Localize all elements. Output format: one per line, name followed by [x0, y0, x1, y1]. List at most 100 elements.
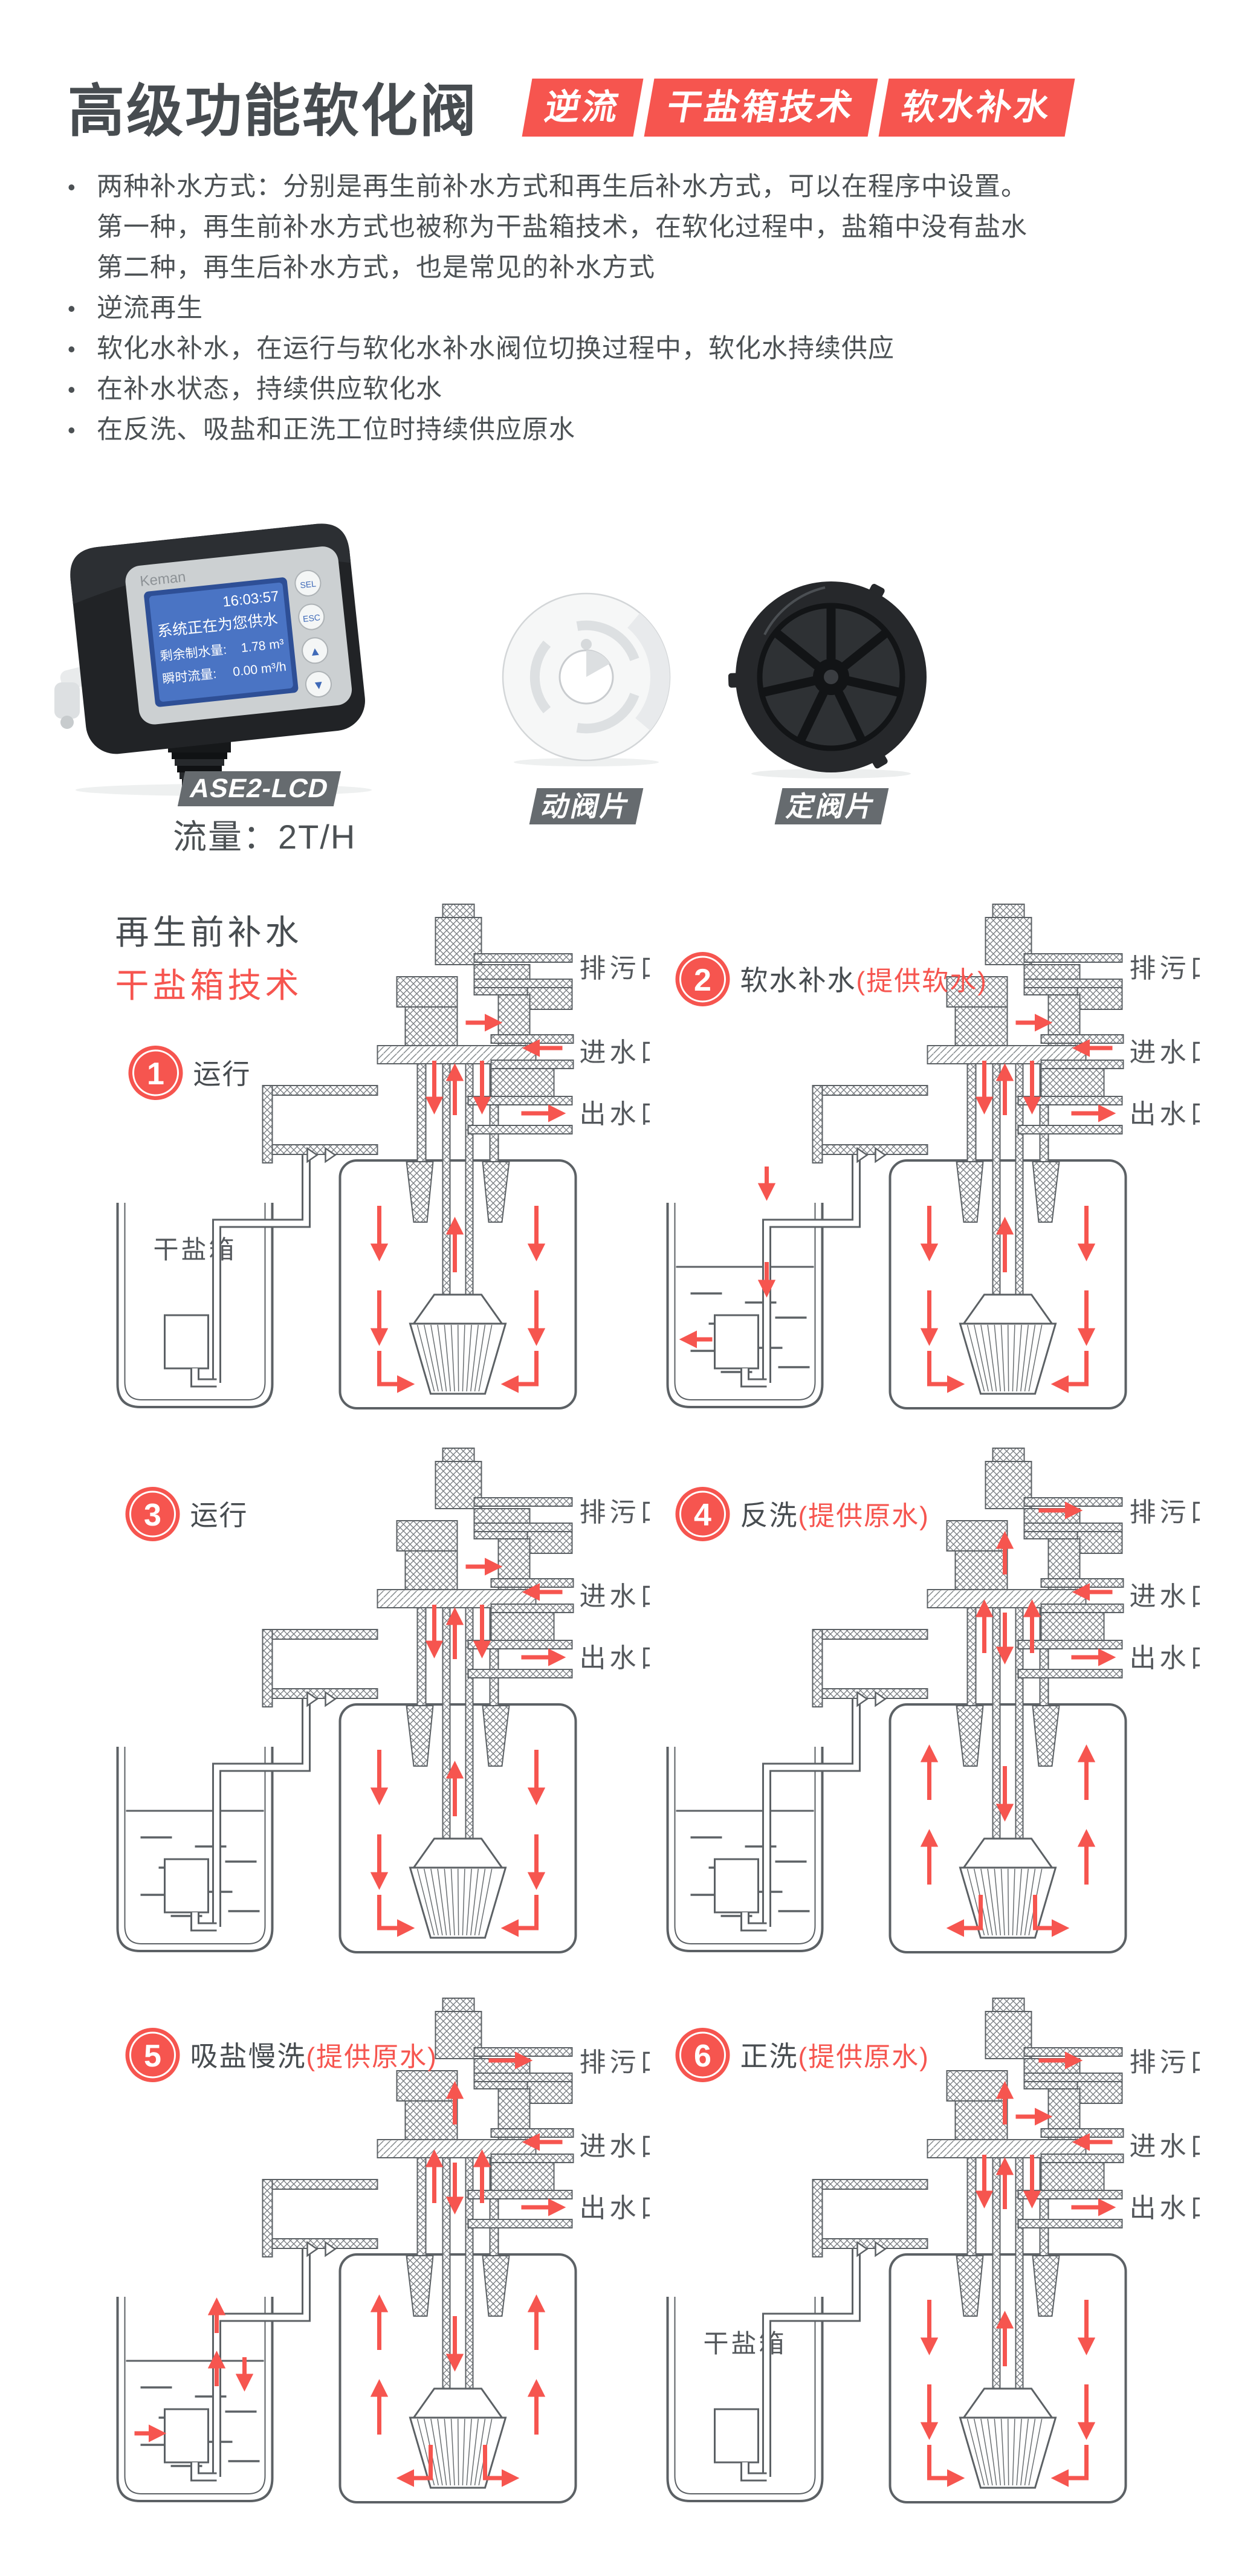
step-label: 正洗(提供原水)	[740, 2040, 930, 2072]
bullet-line: •在补水状态，持续供应软化水	[68, 369, 1192, 410]
bullet-line: • 两种补水方式：分别是再生前补水方式和再生后补水方式，可以在程序中设置。	[68, 167, 1192, 207]
bullet-marker: •	[68, 418, 76, 442]
port-label-drain: 排污口	[580, 1498, 650, 1527]
port-label-outlet: 出水口	[580, 2193, 650, 2223]
moving-disc-image	[502, 592, 671, 766]
brine-float-valve	[714, 2408, 759, 2464]
step-label: 反洗(提供原水)	[740, 1500, 930, 1531]
brine-line	[190, 2248, 311, 2482]
brine-line	[740, 1154, 861, 1388]
badge-dry-salt-tank: 干盐箱技术	[644, 79, 878, 137]
brine-float-valve	[164, 1314, 209, 1370]
port-label-inlet: 进水口	[1130, 1038, 1200, 1067]
resin-tank	[338, 1703, 577, 1953]
flow-rate-label: 流量：2T/H	[173, 818, 357, 856]
valve-cross-section	[262, 1998, 574, 2489]
bullet-text: 第一种，再生前补水方式也被称为干盐箱技术，在软化过程中，盐箱中没有盐水	[97, 213, 1028, 242]
pre-header-line1: 再生前补水	[115, 913, 303, 951]
valve-cross-section	[812, 904, 1124, 1395]
salt-tank	[666, 1203, 824, 1408]
step-number: 1	[147, 1057, 164, 1092]
step-number: 3	[144, 1498, 161, 1533]
fixed-disc-badge-label: 定阀片	[783, 791, 880, 822]
resin-tank	[888, 1703, 1127, 1953]
port-label-inlet: 进水口	[580, 1038, 650, 1067]
step-number-badge: 5	[125, 2028, 180, 2082]
port-label-drain: 排污口	[1130, 2048, 1200, 2077]
step-number-badge: 3	[125, 1487, 180, 1541]
model-badge-label: ASE2-LCD	[187, 774, 332, 803]
brine-float-valve	[714, 1314, 759, 1370]
bullet-line: •逆流再生	[68, 288, 1192, 329]
valve-cross-section	[262, 904, 574, 1395]
step-number-badge: 6	[675, 2028, 730, 2082]
badge-soft-water-refill: 软水补水	[878, 79, 1075, 137]
up-button-icon: ▲	[308, 644, 322, 659]
port-label-inlet: 进水口	[580, 1582, 650, 1611]
brine-float-valve	[164, 1858, 209, 1914]
port-label-outlet: 出水口	[1130, 1099, 1200, 1129]
feature-bullet-list: •两种补水方式：分别是再生前补水方式和再生后补水方式，可以在程序中设置。•第一种…	[68, 167, 1192, 450]
bullet-text: 软化水补水，在运行与软化水补水阀位切换过程中，软化水持续供应	[97, 334, 895, 363]
bullet-text: 在补水状态，持续供应软化水	[97, 375, 442, 404]
step-number-badge: 1	[128, 1046, 183, 1100]
bullet-text: 在反洗、吸盐和正洗工位时持续供应原水	[97, 415, 575, 444]
diagram-step-2: 排污口进水口出水口 2 软水补水(提供软水)	[666, 904, 1200, 1409]
port-label-drain: 排污口	[580, 2048, 650, 2077]
port-label-outlet: 出水口	[580, 1643, 650, 1673]
port-label-outlet: 出水口	[1130, 1643, 1200, 1673]
bullet-line: • 在反洗、吸盐和正洗工位时持续供应原水	[68, 410, 1192, 450]
salt-tank	[116, 1203, 274, 1408]
pre-header-line2: 干盐箱技术	[115, 966, 303, 1005]
salt-tank	[116, 1747, 274, 1952]
brine-line	[190, 1154, 311, 1388]
fixed-disc-wheel	[728, 581, 927, 772]
diagram-step-3: 排污口进水口出水口 3 运行	[116, 1448, 650, 1953]
step-label: 运行	[190, 1500, 248, 1531]
bullet-marker: •	[68, 296, 76, 321]
model-badge: ASE2-LCD	[177, 771, 341, 806]
bullet-line: •第二种，再生后补水方式，也是常见的补水方式	[68, 248, 1192, 288]
brine-float-valve	[714, 1858, 759, 1914]
salt-tank-label: 干盐箱	[153, 1235, 236, 1264]
step-number: 6	[694, 2039, 711, 2074]
bullet-marker: •	[68, 337, 76, 361]
step-number: 5	[144, 2039, 161, 2074]
brine-line	[740, 1698, 861, 1932]
valve-buttons: SEL ESC ▲ ▼	[294, 569, 332, 697]
salt-tank	[116, 2297, 274, 2502]
valve-lcd-screen: 16:03:57 系统正在为您供水 剩余制水量: 1.78 m³ 瞬时流量: 0…	[144, 577, 299, 707]
step-label: 软水补水(提供软水)	[740, 965, 988, 996]
resin-tank	[888, 1159, 1127, 1409]
moving-disc-badge-label: 动阀片	[538, 791, 635, 822]
step-number: 4	[694, 1498, 711, 1533]
port-label-inlet: 进水口	[1130, 1582, 1200, 1611]
brine-line	[740, 2248, 861, 2482]
step-number-badge: 2	[675, 952, 730, 1006]
brine-float-valve	[164, 2408, 209, 2464]
port-label-inlet: 进水口	[580, 2132, 650, 2161]
badge-counter-current: 逆流	[522, 79, 644, 137]
feature-badges: 逆流 干盐箱技术 软水补水	[522, 79, 1075, 137]
diagram-step-4: 排污口进水口出水口 4 反洗(提供原水)	[666, 1448, 1200, 1953]
bullet-marker: •	[68, 175, 76, 199]
sel-button-label: SEL	[300, 579, 317, 591]
fixed-disc-badge: 定阀片	[774, 788, 889, 824]
port-label-drain: 排污口	[1130, 1498, 1200, 1527]
port-label-drain: 排污口	[1130, 954, 1200, 983]
port-label-outlet: 出水口	[1130, 2193, 1200, 2223]
brine-line	[190, 1698, 311, 1932]
resin-tank	[338, 2253, 577, 2503]
bullet-text: 第二种，再生后补水方式，也是常见的补水方式	[97, 253, 655, 282]
valve-cross-section	[262, 1448, 574, 1939]
bullet-text: 两种补水方式：分别是再生前补水方式和再生后补水方式，可以在程序中设置。	[97, 172, 1028, 201]
down-button-icon: ▼	[312, 678, 325, 693]
bullet-line: •第一种，再生前补水方式也被称为干盐箱技术，在软化过程中，盐箱中没有盐水	[68, 207, 1192, 248]
port-label-drain: 排污口	[580, 954, 650, 983]
port-label-inlet: 进水口	[1130, 2132, 1200, 2161]
salt-tank-label: 干盐箱	[703, 2329, 786, 2358]
resin-tank	[888, 2253, 1127, 2503]
fixed-disc-image	[728, 581, 927, 778]
